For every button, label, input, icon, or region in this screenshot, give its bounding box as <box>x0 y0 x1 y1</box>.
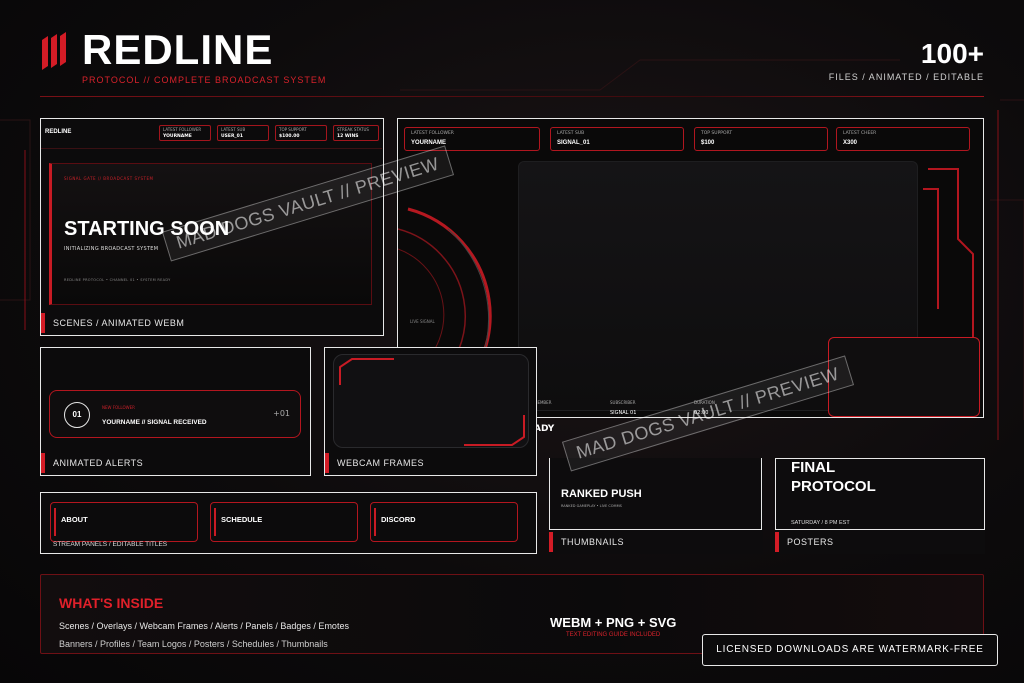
poster-date: SATURDAY / 8 PM EST <box>791 520 850 526</box>
contents-line-1: Scenes / Overlays / Webcam Frames / Aler… <box>59 621 349 631</box>
header-divider <box>40 96 984 97</box>
lower-value: 02:00 <box>694 410 709 416</box>
webcam-frame-decoration <box>339 358 525 446</box>
thumbnails-preview: RANKED PUSH RANKED GAMEPLAY • LIVE COMMS… <box>549 458 763 554</box>
live-signal-label: LIVE SIGNAL <box>410 319 435 324</box>
overlay-lower-bar: MEMBER ADY SUBSCRIBER SIGNAL 01 DURATION… <box>530 398 980 438</box>
file-count-subtitle: FILES / ANIMATED / EDITABLE <box>828 72 984 82</box>
posters-caption: POSTERS <box>775 530 834 554</box>
webcam-caption: WEBCAM FRAMES <box>325 451 424 475</box>
scenes-caption: SCENES / ANIMATED WEBM <box>41 311 184 335</box>
lower-value: ADY <box>534 424 555 434</box>
brand-tagline: PROTOCOL // COMPLETE BROADCAST SYSTEM <box>82 75 327 85</box>
webcam-frame <box>333 354 529 448</box>
license-notice: LICENSED DOWNLOADS ARE WATERMARK-FREE <box>702 634 998 666</box>
lower-label: DURATION <box>694 400 715 405</box>
alerts-caption: ANIMATED ALERTS <box>41 451 143 475</box>
brand-logo-icon <box>42 32 66 70</box>
lower-label: MEMBER <box>534 400 552 405</box>
file-count: 100+ <box>920 38 984 69</box>
scene-footer: REDLINE PROTOCOL • CHANNEL 01 • SYSTEM R… <box>64 278 171 282</box>
lower-label: SUBSCRIBER <box>610 400 636 405</box>
lower-value: SIGNAL 01 <box>610 410 637 416</box>
poster-frame <box>775 458 985 530</box>
scene-title: STARTING SOON <box>64 218 230 240</box>
thumbnail-frame <box>549 458 762 530</box>
poster-title: FINAL PROTOCOL <box>791 459 876 495</box>
panel-about: ABOUT <box>50 502 198 542</box>
alert-kicker: NEW FOLLOWER <box>102 405 135 410</box>
thumbnail-title: RANKED PUSH <box>561 488 642 500</box>
alert-message: YOURNAME // SIGNAL RECEIVED <box>102 419 207 426</box>
file-formats-note: TEXT EDITING GUIDE INCLUDED <box>566 632 661 638</box>
alert-card: 01 NEW FOLLOWER YOURNAME // SIGNAL RECEI… <box>49 390 301 438</box>
panels-caption: STREAM PANELS / EDITABLE TITLES <box>53 541 168 548</box>
overlay-stat: TOP SUPPORT$100 <box>694 127 828 151</box>
hud-right-decoration <box>923 168 974 339</box>
scene-kicker: SIGNAL GATE // BROADCAST SYSTEM <box>64 176 154 181</box>
file-formats: WEBM + PNG + SVG <box>550 615 677 630</box>
whats-inside-title: WHAT'S INSIDE <box>59 595 164 611</box>
scenes-mini-logo: REDLINE <box>45 129 72 135</box>
contents-line-2: Banners / Profiles / Team Logos / Poster… <box>59 639 328 649</box>
stream-panels-preview: ABOUT SCHEDULE DISCORD STREAM PANELS / E… <box>40 492 537 554</box>
alert-count: +01 <box>273 409 290 418</box>
scene-subtitle: INITIALIZING BROADCAST SYSTEM <box>64 246 159 252</box>
alert-badge: 01 <box>64 402 90 428</box>
starting-soon-scene: SIGNAL GATE // BROADCAST SYSTEM STARTING… <box>49 163 372 305</box>
scene-stat: TOP SUPPORT$100.00 <box>275 125 327 141</box>
panel-discord: DISCORD <box>370 502 518 542</box>
overlay-webcam-box <box>828 337 980 417</box>
brand-title: REDLINE <box>82 26 274 73</box>
alerts-preview: 01 NEW FOLLOWER YOURNAME // SIGNAL RECEI… <box>40 347 311 476</box>
webcam-preview: WEBCAM FRAMES <box>324 347 537 476</box>
panel-schedule: SCHEDULE <box>210 502 358 542</box>
thumbnails-caption: THUMBNAILS <box>549 530 624 554</box>
thumbnail-subtitle: RANKED GAMEPLAY • LIVE COMMS <box>561 504 622 508</box>
posters-preview: FINAL PROTOCOL SATURDAY / 8 PM EST POSTE… <box>775 458 985 554</box>
